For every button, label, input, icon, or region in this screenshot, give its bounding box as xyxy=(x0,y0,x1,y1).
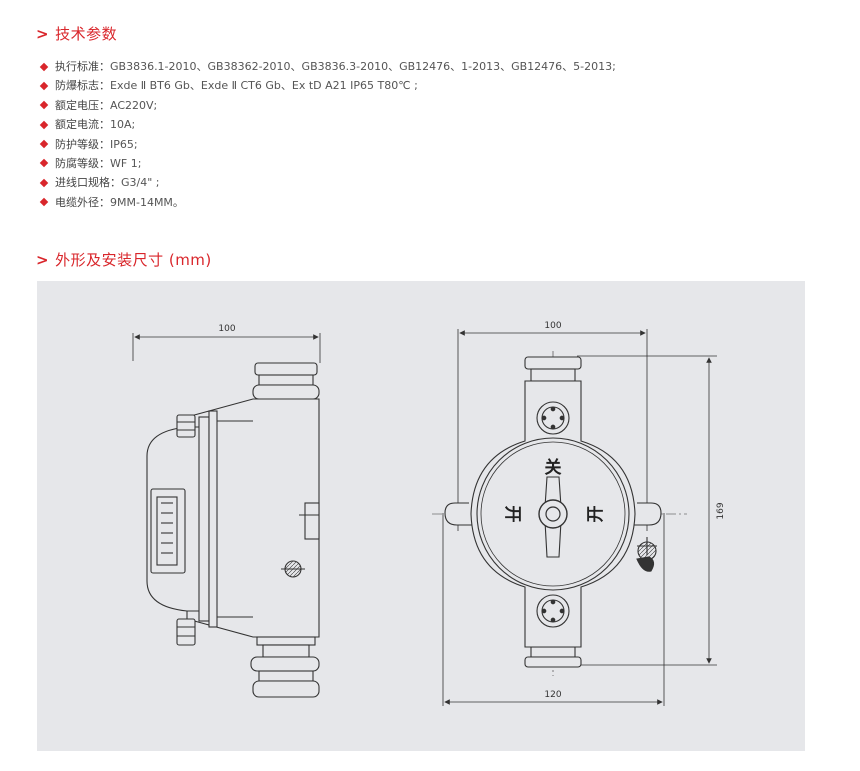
spec-value: AC220V; xyxy=(110,98,158,112)
spec-label: 防爆标志： xyxy=(55,79,110,93)
spec-item: 防爆标志：Exde Ⅱ BT6 Gb、Exde Ⅱ CT6 Gb、Ex tD A… xyxy=(39,76,616,95)
section-title-tech-params: > 技术参数 xyxy=(36,22,117,46)
spec-item: 额定电压：AC220V; xyxy=(39,96,616,115)
spec-value: G3/4" ; xyxy=(121,176,160,190)
spec-value: GB3836.1-2010、GB38362-2010、GB3836.3-2010… xyxy=(110,60,616,73)
dim-front-base: 120 xyxy=(544,690,561,700)
spec-value: WF 1; xyxy=(110,156,142,170)
diamond-bullet-icon xyxy=(39,120,49,129)
diamond-bullet-icon xyxy=(39,101,49,110)
switch-off-label: 关 xyxy=(545,457,562,478)
dim-front-width: 100 xyxy=(544,321,561,331)
spec-label: 执行标准： xyxy=(55,60,110,73)
chevron-right-icon: > xyxy=(36,251,50,269)
spec-value: 10A; xyxy=(110,118,136,132)
side-view xyxy=(132,333,321,698)
spec-label: 电缆外径： xyxy=(55,195,110,209)
spec-value: IP65; xyxy=(110,137,138,151)
diamond-bullet-icon xyxy=(39,178,49,188)
front-view xyxy=(432,329,717,706)
dim-front-height: 169 xyxy=(716,502,726,519)
switch-on-left-label: 开 xyxy=(502,506,522,523)
diamond-bullet-icon xyxy=(39,197,49,207)
spec-item: 防腐等级：WF 1; xyxy=(39,154,616,173)
diamond-bullet-icon xyxy=(39,62,49,71)
diamond-bullet-icon xyxy=(39,81,49,91)
spec-item: 电缆外径：9MM-14MM。 xyxy=(39,193,616,212)
spec-value: 9MM-14MM。 xyxy=(110,195,184,209)
switch-on-right-label: 开 xyxy=(586,506,606,523)
spec-item: 额定电流：10A; xyxy=(39,115,616,134)
section-title-text: 技术参数 xyxy=(55,25,118,43)
spec-item: 防护等级：IP65; xyxy=(39,135,616,154)
section-title-text: 外形及安装尺寸 (mm) xyxy=(55,251,212,269)
diamond-bullet-icon xyxy=(39,139,49,149)
spec-value: Exde Ⅱ BT6 Gb、Exde Ⅱ CT6 Gb、Ex tD A21 IP… xyxy=(110,79,418,93)
section-title-dimensions: > 外形及安装尺寸 (mm) xyxy=(36,248,212,272)
dimension-drawing: 100 100 169 120 关 开 开 xyxy=(37,281,805,751)
spec-list: 执行标准：GB3836.1-2010、GB38362-2010、GB3836.3… xyxy=(39,57,616,212)
spec-label: 额定电流： xyxy=(55,118,110,132)
diamond-bullet-icon xyxy=(39,159,49,168)
spec-item: 进线口规格：G3/4" ; xyxy=(39,173,616,192)
dim-side-width: 100 xyxy=(218,324,235,334)
spec-label: 额定电压： xyxy=(55,98,110,112)
chevron-right-icon: > xyxy=(36,25,50,43)
spec-label: 进线口规格： xyxy=(55,176,121,190)
spec-label: 防腐等级： xyxy=(55,156,110,170)
technical-drawing-svg: 100 100 169 120 关 开 开 xyxy=(132,321,726,706)
spec-label: 防护等级： xyxy=(55,137,110,151)
spec-item: 执行标准：GB3836.1-2010、GB38362-2010、GB3836.3… xyxy=(39,57,616,76)
